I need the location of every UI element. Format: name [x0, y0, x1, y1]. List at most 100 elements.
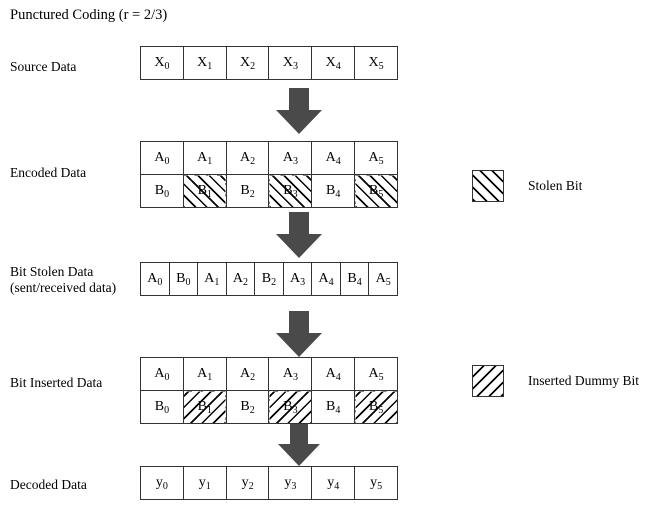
cell-sub: 4 — [335, 61, 341, 72]
cell-sub: 1 — [207, 156, 213, 167]
cell-decoded-1: y1 — [182, 466, 227, 500]
row-label-bit-stolen-data-line2: (sent/received data) — [10, 280, 117, 295]
cell-sub: 1 — [205, 481, 211, 492]
cell-inserted-a3: A3 — [268, 357, 313, 391]
table-source-data: X0 X1 X2 X3 X4 X5 — [140, 46, 398, 80]
cell-sub: 3 — [292, 405, 298, 416]
cell-base: A — [240, 150, 251, 165]
cell-base: B — [326, 399, 336, 414]
cell-sub: 1 — [206, 405, 212, 416]
cell-base: A — [240, 366, 251, 381]
flow-arrow-down-2 — [276, 212, 322, 258]
cell-base: B — [261, 271, 272, 286]
table-row: y0 y1 y2 y3 y4 y5 — [140, 466, 398, 500]
cell-sub: 4 — [328, 277, 334, 288]
cell-base: B — [347, 271, 357, 286]
cell-sub: 5 — [385, 277, 391, 288]
cell-base: y — [284, 475, 292, 490]
cell-sub: 3 — [292, 189, 298, 200]
cell-base: B — [240, 183, 250, 198]
cell-decoded-4: y4 — [311, 466, 356, 500]
cell-sub: 5 — [378, 61, 384, 72]
cell-sub: 2 — [249, 405, 255, 416]
cell-base: A — [154, 366, 165, 381]
cell-base: A — [368, 366, 379, 381]
table-row: B0 B1 B2 B3 B4 B5 — [140, 174, 398, 208]
row-label-bit-stolen-data-line1: Bit Stolen Data — [10, 264, 94, 279]
cell-base: A — [232, 271, 243, 286]
cell-base: A — [147, 271, 158, 286]
cell-base: A — [197, 150, 208, 165]
cell-sub: 4 — [334, 481, 340, 492]
cell-encoded-b5-stolen: B5 — [354, 174, 398, 208]
cell-sub: 3 — [300, 277, 306, 288]
cell-decoded-2: y2 — [225, 466, 270, 500]
legend-swatch-inserted-dummy-bit-icon — [472, 365, 504, 397]
cell-sub: 3 — [292, 61, 298, 72]
cell-sub: 1 — [214, 277, 220, 288]
cell-sub: 1 — [207, 372, 213, 383]
cell-sub: 3 — [291, 481, 297, 492]
cell-sub: 0 — [162, 481, 168, 492]
table-row: A0 A1 A2 A3 A4 A5 — [140, 357, 398, 391]
cell-base: B — [368, 399, 379, 414]
legend-label-stolen-bit: Stolen Bit — [528, 178, 583, 193]
cell-base: B — [154, 399, 165, 414]
cell-sub: 0 — [185, 277, 191, 288]
row-label-bit-inserted-data-line1: Bit Inserted Data — [10, 375, 103, 390]
cell-stolen-8: A5 — [368, 262, 398, 296]
cell-source-2: X2 — [225, 46, 270, 80]
cell-encoded-b2: B2 — [225, 174, 270, 208]
cell-sub: 1 — [207, 61, 213, 72]
cell-base: A — [154, 150, 165, 165]
cell-encoded-b0: B0 — [140, 174, 184, 208]
cell-inserted-b1-dummy: B1 — [182, 390, 227, 424]
cell-sub: 5 — [378, 156, 384, 167]
legend-swatch-stolen-bit-icon — [472, 170, 504, 202]
page-title: Punctured Coding (r = 2/3) — [10, 7, 168, 23]
cell-base: y — [198, 475, 206, 490]
cell-decoded-5: y5 — [354, 466, 398, 500]
cell-sub: 2 — [250, 372, 256, 383]
cell-encoded-a4: A4 — [311, 141, 356, 175]
cell-base: B — [176, 271, 186, 286]
cell-sub: 2 — [250, 61, 256, 72]
cell-encoded-b3-stolen: B3 — [268, 174, 313, 208]
cell-decoded-3: y3 — [268, 466, 313, 500]
row-label-bit-inserted-data: Bit Inserted Data — [10, 375, 102, 391]
cell-sub: 2 — [242, 277, 248, 288]
cell-base: y — [155, 475, 163, 490]
flow-arrow-down-3 — [276, 311, 322, 357]
cell-sub: 5 — [378, 372, 384, 383]
table-encoded-data: A0 A1 A2 A3 A4 A5 B0 B1 — [140, 141, 398, 208]
cell-source-5: X5 — [354, 46, 398, 80]
cell-sub: 2 — [271, 277, 277, 288]
cell-base: B — [368, 183, 379, 198]
row-label-source-data-line1: Source Data — [10, 59, 77, 74]
table-row: A0 B0 A1 A2 B2 A3 A4 B4 — [140, 262, 398, 296]
cell-inserted-a2: A2 — [225, 357, 270, 391]
cell-source-1: X1 — [182, 46, 227, 80]
table-row: X0 X1 X2 X3 X4 X5 — [140, 46, 398, 80]
cell-base: y — [327, 475, 335, 490]
table-bit-inserted-data: A0 A1 A2 A3 A4 A5 B0 B1 — [140, 357, 398, 424]
cell-inserted-a0: A0 — [140, 357, 184, 391]
cell-source-3: X3 — [268, 46, 313, 80]
table-row: B0 B1 B2 B3 B4 B5 — [140, 390, 398, 424]
row-label-decoded-data: Decoded Data — [10, 477, 87, 493]
cell-stolen-4: B2 — [254, 262, 284, 296]
cell-inserted-b2: B2 — [225, 390, 270, 424]
cell-base: X — [197, 55, 208, 70]
cell-encoded-a0: A0 — [140, 141, 184, 175]
cell-sub: 4 — [335, 405, 341, 416]
cell-base: A — [318, 271, 329, 286]
cell-base: B — [240, 399, 250, 414]
cell-inserted-a5: A5 — [354, 357, 398, 391]
cell-base: y — [241, 475, 249, 490]
cell-sub: 2 — [249, 189, 255, 200]
cell-stolen-2: A1 — [197, 262, 227, 296]
cell-stolen-0: A0 — [140, 262, 170, 296]
cell-encoded-b4: B4 — [311, 174, 356, 208]
cell-base: B — [326, 183, 336, 198]
cell-sub: 0 — [164, 405, 170, 416]
